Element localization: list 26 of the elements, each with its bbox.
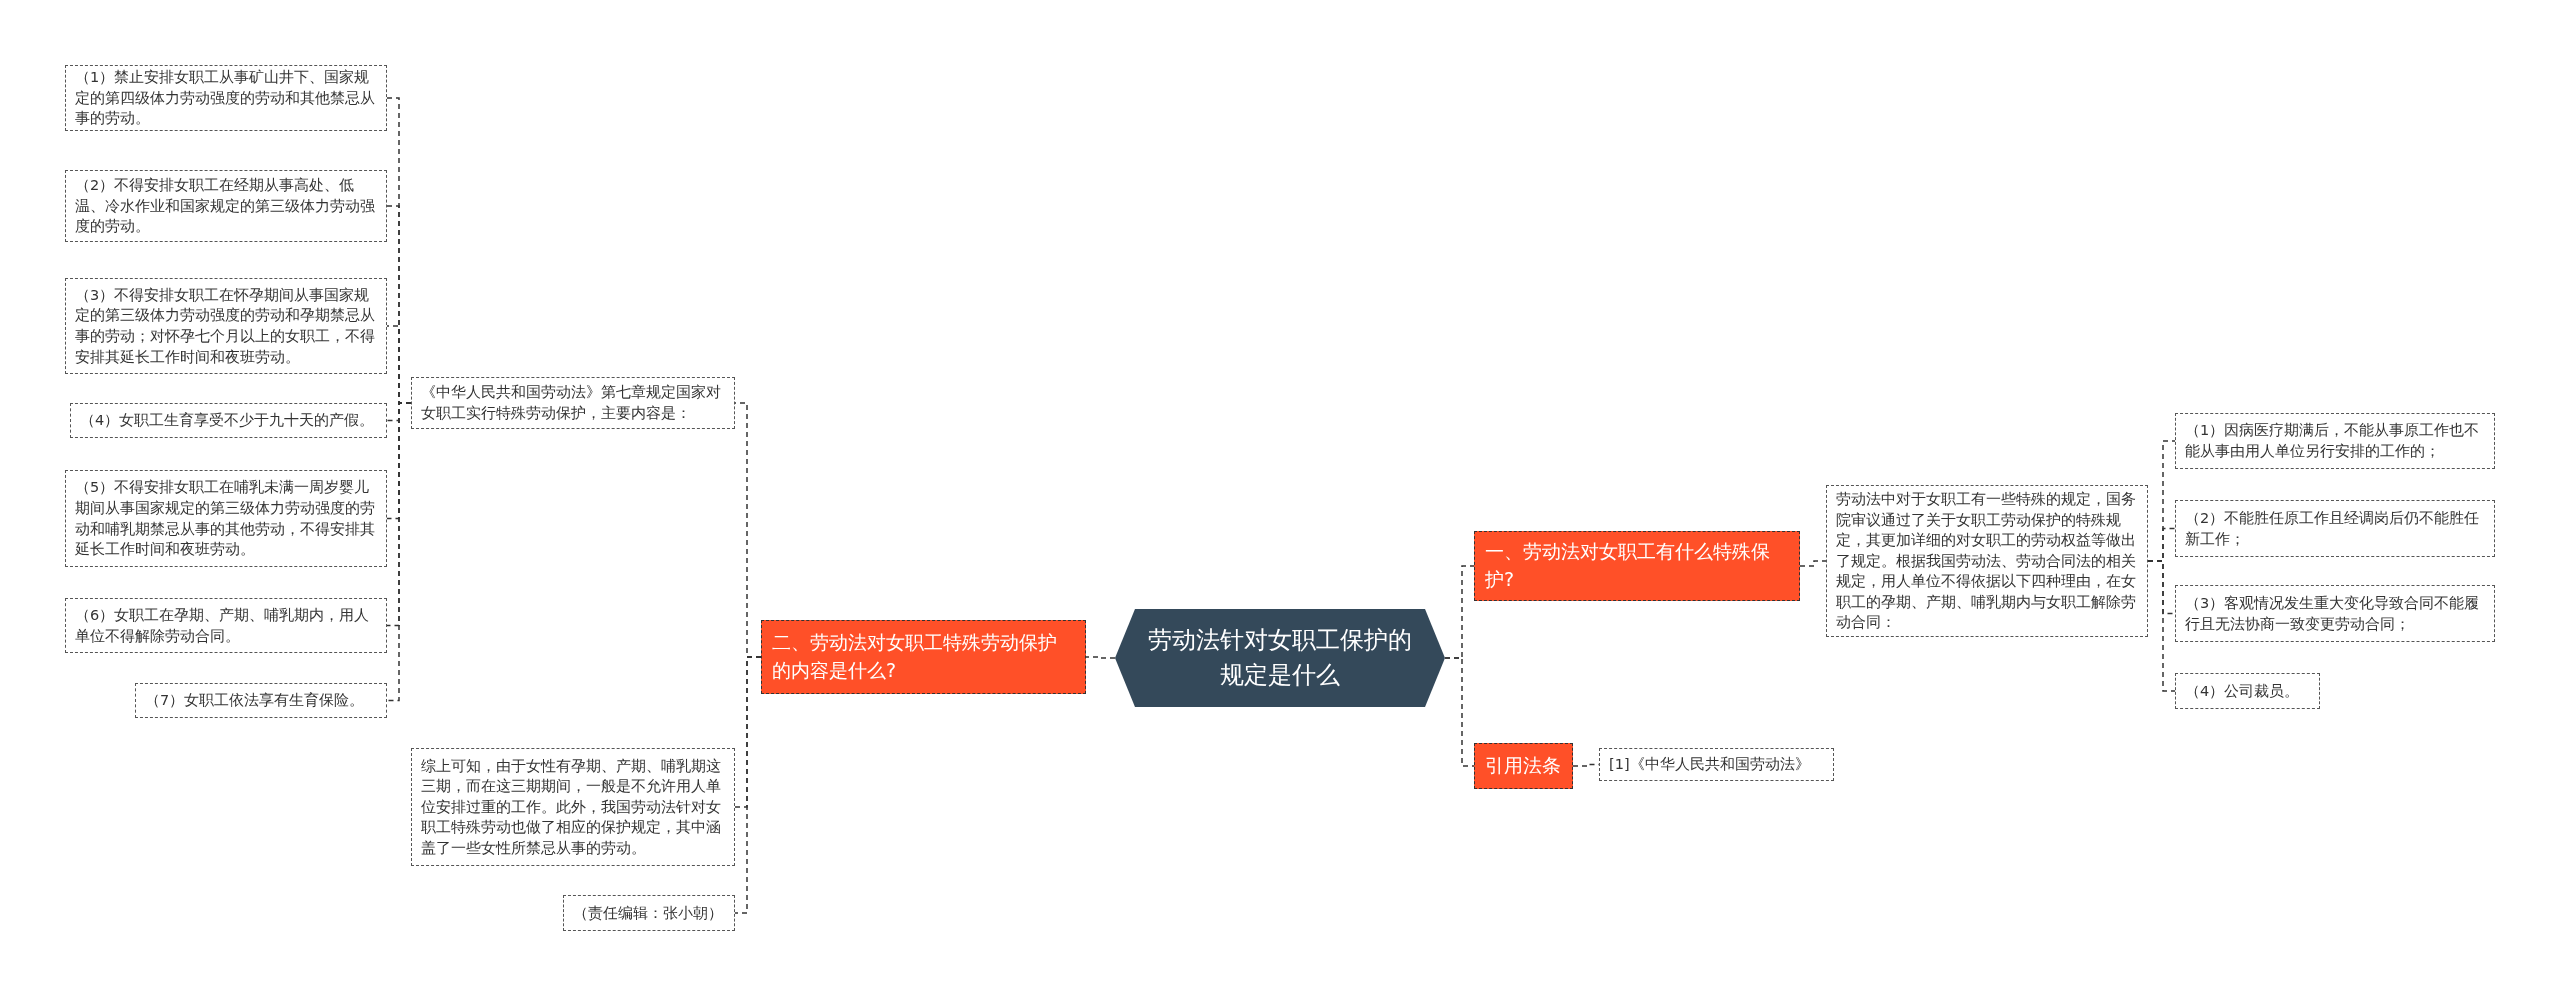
text-box: （责任编辑：张小朝） (563, 895, 735, 931)
text-box: （3）客观情况发生重大变化导致合同不能履行且无法协商一致变更劳动合同； (2175, 585, 2495, 642)
text-box: （4）公司裁员。 (2175, 673, 2320, 709)
connector-line (386, 402, 412, 702)
text-box: （2）不得安排女职工在经期从事高处、低温、冷水作业和国家规定的第三级体力劳动强度的劳动。 (65, 170, 387, 242)
text-box: （7）女职工依法享有生育保险。 (135, 683, 387, 718)
text-box: （6）女职工在孕期、产期、哺乳期内，用人单位不得解除劳动合同。 (65, 598, 387, 653)
connector-line (1085, 656, 1116, 659)
connector-line (734, 656, 762, 914)
text-box: 劳动法中对于女职工有一些特殊的规定，国务院审议通过了关于女职工劳动保护的特殊规定，其更加详细的对女职工的劳动权益等做出了规定。根据我国劳动法、劳动合同法的相关规定，用人单位不得依据以下四种理由，在女职工的孕期、产期、哺乳期内与女职工解除劳动合同： (1826, 485, 2148, 637)
connector-line (1444, 657, 1475, 767)
text-box: [1]《中华人民共和国劳动法》 (1599, 748, 1834, 781)
text-box: （3）不得安排女职工在怀孕期间从事国家规定的第三级体力劳动强度的劳动和孕期禁忌从事的劳动；对怀孕七个月以上的女职工，不得安排其延长工作时间和夜班劳动。 (65, 278, 387, 374)
text-box: （5）不得安排女职工在哺乳未满一周岁婴儿期间从事国家规定的第三级体力劳动强度的劳动和哺乳期禁忌从事的其他劳动，不得安排其延长工作时间和夜班劳动。 (65, 470, 387, 567)
topic-box: 二、劳动法对女职工特殊劳动保护的内容是什么? (761, 620, 1086, 694)
text-box: （1）禁止安排女职工从事矿山井下、国家规定的第四级体力劳动强度的劳动和其他禁忌从事的劳动。 (65, 65, 387, 131)
text-box: （2）不能胜任原工作且经调岗后仍不能胜任新工作； (2175, 500, 2495, 557)
text-box: 《中华人民共和国劳动法》第七章规定国家对女职工实行特殊劳动保护，主要内容是： (411, 377, 735, 429)
text-box: （1）因病医疗期满后，不能从事原工作也不能从事由用人单位另行安排的工作的； (2175, 413, 2495, 469)
topic-box: 一、劳动法对女职工有什么特殊保护? (1474, 531, 1800, 601)
connector-line (2147, 560, 2176, 692)
text-box: （4）女职工生育享受不少于九十天的产假。 (70, 403, 387, 438)
topic-box: 引用法条 (1474, 743, 1573, 789)
title-hexagon: 劳动法针对女职工保护的规定是什么 (1115, 609, 1445, 707)
text-box: 综上可知，由于女性有孕期、产期、哺乳期这三期，而在这三期期间，一般是不允许用人单位安排过重的工作。此外，我国劳动法针对女职工特殊劳动也做了相应的保护规定，其中涵盖了一些女性所禁忌从事的劳动。 (411, 748, 735, 866)
connector-line (1799, 560, 1827, 567)
